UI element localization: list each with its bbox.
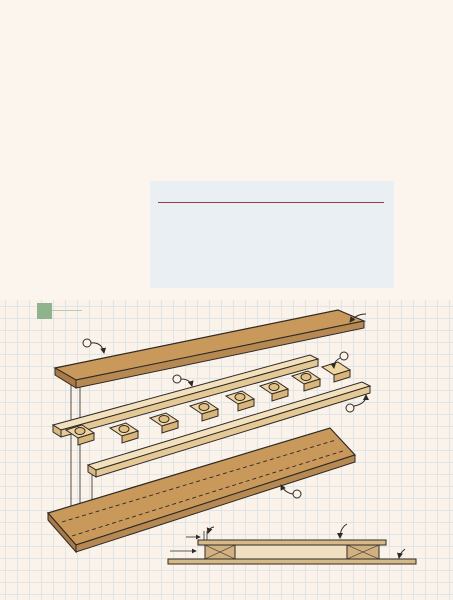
callout-detail-top <box>337 523 348 539</box>
callout-rail <box>345 394 369 413</box>
exploded-assembly-drawing <box>46 309 417 565</box>
callout-top-panel <box>82 338 107 354</box>
callout-detail-right <box>397 548 406 559</box>
callout-dowel-block <box>330 351 349 369</box>
dowel-block <box>290 370 322 392</box>
dowel-block <box>258 380 290 402</box>
section-detail <box>167 539 417 565</box>
bottom-panel <box>46 427 357 554</box>
dowel-block <box>224 390 256 412</box>
callout-rail-top <box>172 374 194 387</box>
dowel-block <box>188 400 220 422</box>
sidebar-divider <box>158 202 384 203</box>
sidebar-box <box>150 181 394 288</box>
front-rail <box>86 381 372 478</box>
figure-marker-square <box>37 303 52 319</box>
figure-marker-rule <box>52 310 82 311</box>
dowel-block <box>64 424 96 446</box>
callout-top-corner <box>349 313 367 323</box>
callouts <box>82 313 406 559</box>
callout-detail-thickness <box>206 526 215 534</box>
dowel-block <box>320 361 352 383</box>
back-rail <box>51 354 320 438</box>
callout-bottom-panel <box>280 484 302 499</box>
dowel-block <box>148 412 180 434</box>
dowel-block <box>108 422 140 444</box>
top-panel <box>53 309 367 389</box>
